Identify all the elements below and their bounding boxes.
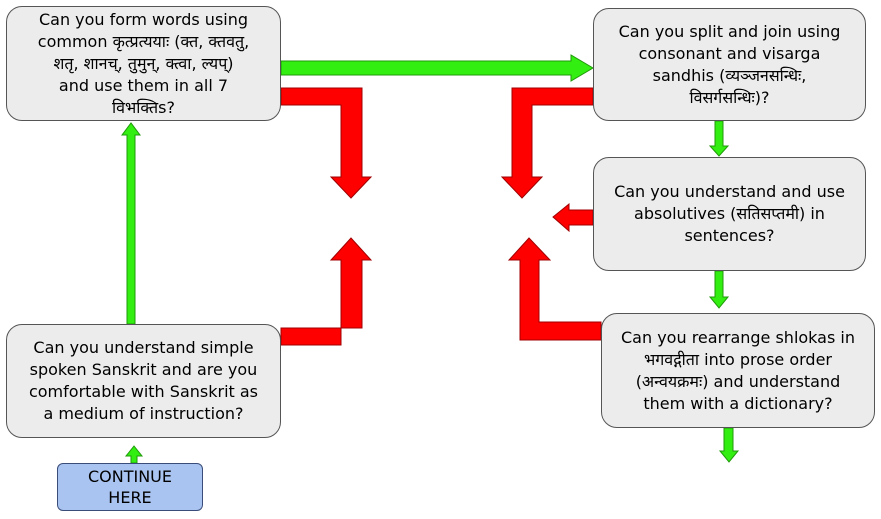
question-line: शतृ, शानच्, तुमुन्, क्त्वा, ल्यप्) xyxy=(53,53,234,73)
arrow-spoken-to-pratyaya xyxy=(121,122,141,325)
question-line: Can you split and join using xyxy=(618,21,841,41)
arrow-absolutives-fail xyxy=(552,202,594,233)
arrow-sandhi-to-absolutives xyxy=(708,120,730,157)
arrow-shlokas-fail xyxy=(507,237,602,341)
question-line: and use them in all 7 xyxy=(58,75,229,95)
question-line: Can you understand and use xyxy=(614,182,845,201)
question-line: spoken Sanskrit and are you xyxy=(29,360,258,379)
question-line: absolutives (सतिसप्तमी) in xyxy=(634,204,825,223)
question-line: a medium of instruction? xyxy=(43,404,244,423)
question-line: them with a dictionary? xyxy=(643,393,833,413)
question-line: (अन्वयक्रमः) and understand xyxy=(635,371,841,391)
question-box-sandhi: Can you split and join using consonant a… xyxy=(593,8,866,121)
question-line: Can you form words using xyxy=(38,9,249,29)
arrow-shlokas-exit xyxy=(718,427,740,463)
question-box-absolutives: Can you understand and use absolutives (… xyxy=(593,157,866,271)
question-box-shlokas: Can you rearrange shlokas in भगवद्गीता i… xyxy=(601,313,875,428)
question-line: common कृत्प्रत्ययाः (क्त, क्तवतु, xyxy=(37,31,250,51)
arrow-spoken-fail xyxy=(280,237,373,346)
question-line: भगवद्गीता into prose order xyxy=(643,349,832,369)
question-line: Can you rearrange shlokas in xyxy=(621,327,855,347)
arrow-pratyaya-to-sandhi xyxy=(280,54,594,82)
question-line: comfortable with Sanskrit as xyxy=(28,382,259,401)
question-line: consonant and visarga xyxy=(638,43,821,63)
arrow-start-to-spoken xyxy=(124,445,144,464)
arrow-absolutives-to-shlokas xyxy=(708,270,730,309)
question-line: विसर्गसन्धिः)? xyxy=(689,87,770,107)
arrow-sandhi-fail xyxy=(500,87,594,199)
question-box-pratyaya: Can you form words using common कृत्प्रत… xyxy=(6,6,281,121)
question-line: sentences? xyxy=(684,226,775,245)
arrow-pratyaya-fail xyxy=(280,87,373,199)
question-line: विभक्तिs? xyxy=(112,97,175,117)
question-line: sandhis (व्यञ्जनसन्धिः, xyxy=(652,65,807,85)
question-box-spoken: Can you understand simple spoken Sanskri… xyxy=(6,324,281,438)
start-line: HERE xyxy=(108,488,152,507)
continue-here-box: CONTINUE HERE xyxy=(57,463,203,511)
start-line: CONTINUE xyxy=(87,467,172,486)
question-line: Can you understand simple xyxy=(33,338,254,357)
